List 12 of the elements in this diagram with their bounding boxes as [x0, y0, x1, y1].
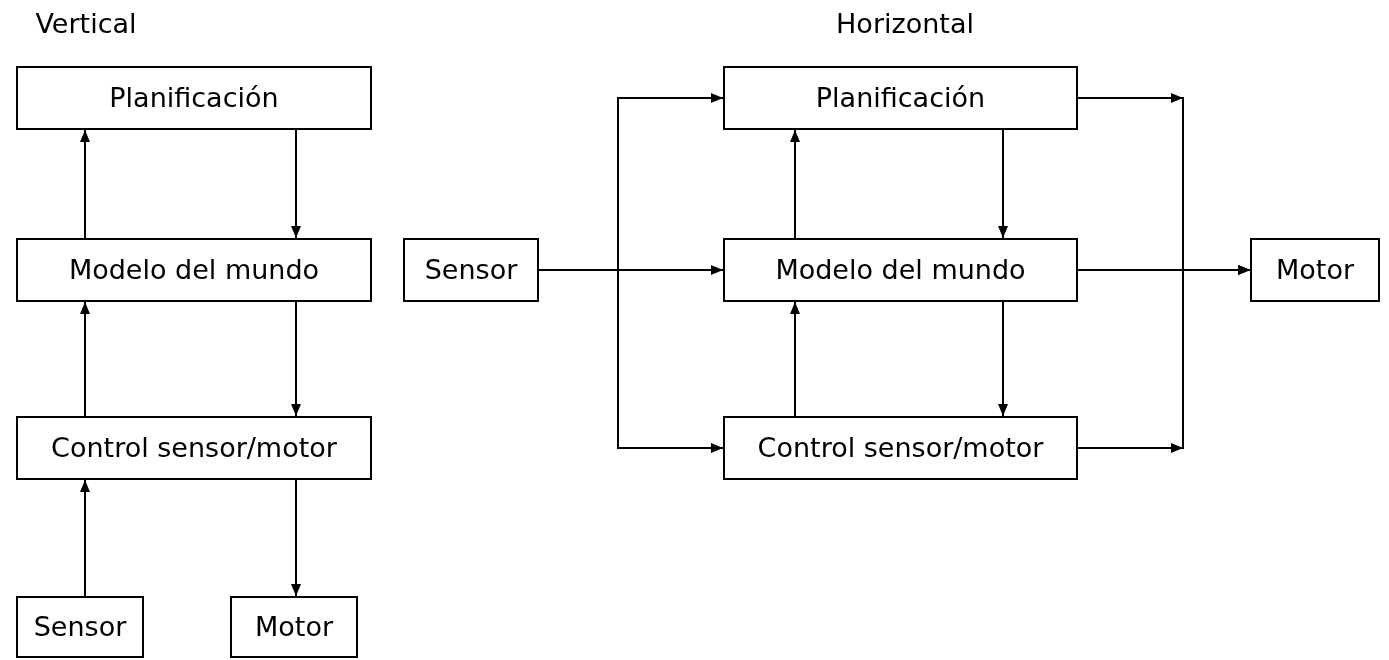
process-box: Planificación	[723, 66, 1078, 130]
process-box: Control sensor/motor	[16, 416, 372, 480]
process-box: Control sensor/motor	[723, 416, 1078, 480]
process-box: Planificación	[16, 66, 372, 130]
process-box: Sensor	[403, 238, 539, 302]
process-box: Modelo del mundo	[16, 238, 372, 302]
process-box: Motor	[1250, 238, 1380, 302]
process-box: Modelo del mundo	[723, 238, 1078, 302]
section-heading: Vertical	[35, 8, 137, 39]
process-box: Motor	[230, 596, 358, 658]
section-heading: Horizontal	[836, 8, 974, 39]
process-box: Sensor	[16, 596, 144, 658]
